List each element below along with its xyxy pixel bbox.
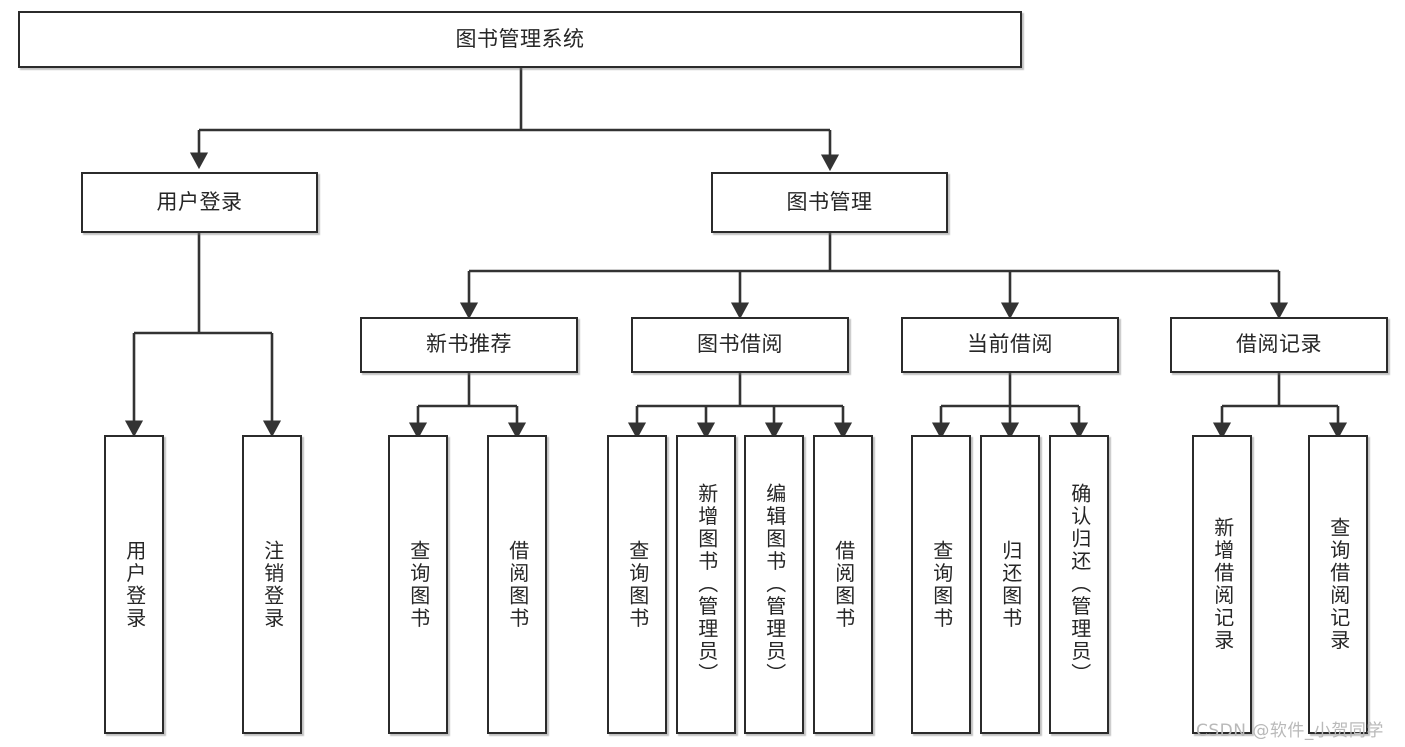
node-leaf-query-book-2-label: 查询图书 [625,539,650,630]
node-user-login-label: 用户登录 [156,189,243,214]
node-leaf-query-book-1[interactable]: 查询图书 [388,435,448,734]
node-leaf-add-book[interactable]: 新增图书（管理员） [676,435,736,734]
node-root-label: 图书管理系统 [455,26,585,51]
node-leaf-edit-book-label: 编辑图书（管理员） [762,483,787,686]
node-new-book-rec[interactable]: 新书推荐 [360,317,578,373]
node-leaf-query-book-3-label: 查询图书 [929,539,954,630]
node-borrow-record-label: 借阅记录 [1236,332,1322,357]
node-leaf-return-book-label: 归还图书 [998,539,1023,630]
node-borrow-record[interactable]: 借阅记录 [1170,317,1388,373]
node-leaf-query-record-label: 查询借阅记录 [1326,517,1351,652]
node-user-login[interactable]: 用户登录 [81,172,318,233]
node-leaf-edit-book[interactable]: 编辑图书（管理员） [744,435,804,734]
node-leaf-borrow-book-1-label: 借阅图书 [505,539,530,630]
node-leaf-borrow-book-1[interactable]: 借阅图书 [487,435,547,734]
node-current-borrow-label: 当前借阅 [967,332,1053,357]
node-new-book-rec-label: 新书推荐 [426,332,512,357]
node-leaf-borrow-book-2-label: 借阅图书 [831,539,856,630]
node-leaf-add-record[interactable]: 新增借阅记录 [1192,435,1252,734]
node-leaf-return-book[interactable]: 归还图书 [980,435,1040,734]
node-leaf-logout-label: 注销登录 [260,539,285,630]
node-leaf-confirm-return[interactable]: 确认归还（管理员） [1049,435,1109,734]
node-current-borrow[interactable]: 当前借阅 [901,317,1119,373]
node-book-manage[interactable]: 图书管理 [711,172,948,233]
node-book-borrow-label: 图书借阅 [697,332,783,357]
node-root[interactable]: 图书管理系统 [18,11,1022,68]
node-leaf-user-login[interactable]: 用户登录 [104,435,164,734]
node-leaf-logout[interactable]: 注销登录 [242,435,302,734]
node-leaf-query-record[interactable]: 查询借阅记录 [1308,435,1368,734]
node-leaf-query-book-2[interactable]: 查询图书 [607,435,667,734]
node-book-manage-label: 图书管理 [786,189,873,214]
node-leaf-query-book-3[interactable]: 查询图书 [911,435,971,734]
node-leaf-query-book-1-label: 查询图书 [406,539,431,630]
node-leaf-add-record-label: 新增借阅记录 [1210,517,1235,652]
node-book-borrow[interactable]: 图书借阅 [631,317,849,373]
node-leaf-borrow-book-2[interactable]: 借阅图书 [813,435,873,734]
node-leaf-add-book-label: 新增图书（管理员） [694,483,719,686]
node-leaf-confirm-return-label: 确认归还（管理员） [1067,483,1092,686]
node-leaf-user-login-label: 用户登录 [122,539,147,630]
